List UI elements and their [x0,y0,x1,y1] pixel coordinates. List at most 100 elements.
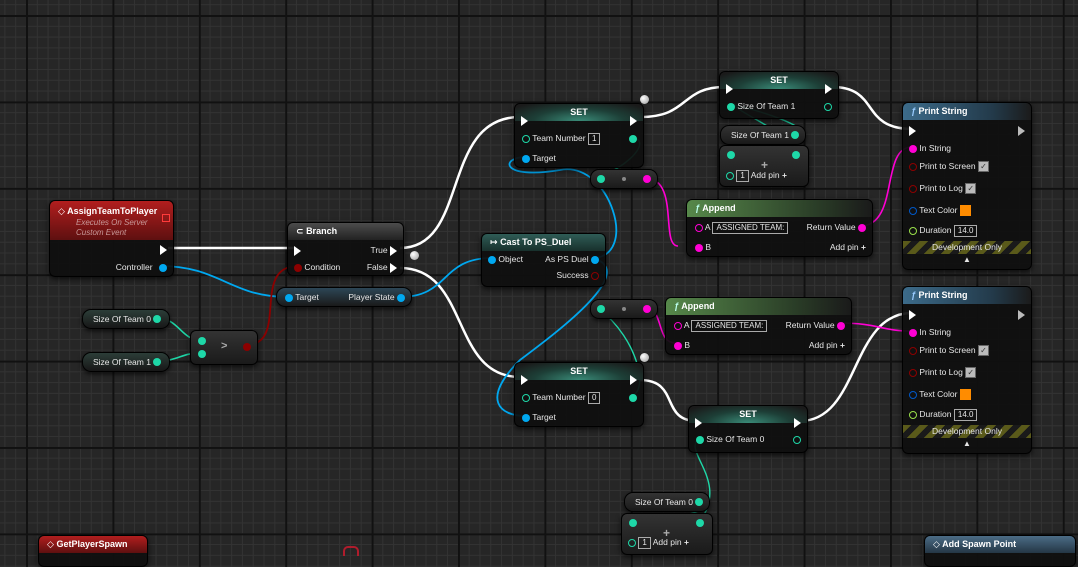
greater-than-node[interactable]: > [190,330,258,365]
team-number-pin[interactable] [522,134,530,143]
exec-out-pin[interactable] [794,417,801,428]
to-string-conversion-top[interactable] [590,169,658,189]
controller-pin[interactable] [159,263,167,272]
team-number-out-pin[interactable] [629,393,637,402]
exec-out-pin[interactable] [1018,125,1025,136]
b-pin[interactable] [695,243,703,252]
a-pin[interactable] [727,151,735,159]
success-pin[interactable] [591,271,599,280]
return-value-pin[interactable] [837,321,845,330]
print-to-screen-checkbox[interactable]: ✓ [977,345,989,357]
add-value-input[interactable]: 1 [638,536,651,549]
get-size-of-team-0[interactable]: Size Of Team 0 [82,309,170,329]
print-to-log-checkbox[interactable]: ✓ [965,183,977,195]
exec-out-pin[interactable] [1018,309,1025,320]
set-team-number-1-node[interactable]: SET Team Number 1 Target [514,103,644,168]
append-node-top[interactable]: ƒ Append A ASSIGNED TEAM: Return Value B… [686,199,873,257]
int-in-pin[interactable] [597,175,605,183]
b-pin[interactable] [792,151,800,159]
print-to-log-checkbox[interactable]: ✓ [965,367,977,379]
a-pin[interactable] [629,519,637,527]
get-size-of-team-0-bottom[interactable]: Size Of Team 0 [624,492,710,512]
add-int-node-top[interactable]: + 1 Add pin + [719,145,809,187]
size-out-pin[interactable] [824,102,832,111]
target-pin[interactable] [285,293,293,302]
a-pin[interactable] [674,321,682,330]
true-exec-pin[interactable] [390,245,397,256]
expand-icon[interactable]: ▲ [963,439,971,448]
exec-in-pin[interactable] [521,115,528,126]
target-pin[interactable] [522,413,530,422]
add-spawn-point-node[interactable]: ◇ Add Spawn Point [924,535,1076,567]
a-value-input[interactable]: ASSIGNED TEAM: [712,221,789,234]
player-state-node[interactable]: Target Player State [276,287,412,307]
custom-event-node-get-player-spawn[interactable]: ◇ GetPlayerSpawn [38,535,148,567]
return-value-pin[interactable] [858,223,866,232]
print-string-node-top[interactable]: ƒ Print String In String Print to Screen… [902,102,1032,270]
expand-icon[interactable]: ▲ [963,255,971,264]
plus-icon[interactable]: + [683,537,689,547]
print-to-screen-pin[interactable] [909,162,917,171]
reroute-knot[interactable] [640,95,649,104]
set-size-of-team-1-node[interactable]: SET Size Of Team 1 [719,71,839,119]
text-color-pin[interactable] [909,390,917,399]
exec-in-pin[interactable] [909,125,916,136]
add-pin-button[interactable]: Add pin [652,537,682,547]
result-pin[interactable] [243,343,251,351]
false-exec-pin[interactable] [390,262,397,273]
print-to-log-pin[interactable] [909,184,917,193]
print-to-screen-pin[interactable] [909,346,917,355]
size-in-pin[interactable] [696,435,704,444]
team-number-pin[interactable] [522,393,530,402]
a-pin[interactable] [198,337,206,345]
size-in-pin[interactable] [727,102,735,111]
exec-in-pin[interactable] [521,374,528,385]
plus-icon[interactable]: + [781,170,787,180]
branch-node[interactable]: ⊂ Branch True Condition False [287,222,404,276]
set-team-number-0-node[interactable]: SET Team Number 0 Target [514,362,644,427]
to-string-conversion-bottom[interactable] [590,299,658,319]
target-pin[interactable] [522,154,530,163]
text-color-swatch[interactable] [959,205,971,217]
in-string-pin[interactable] [909,144,917,153]
set-size-of-team-0-node[interactable]: SET Size Of Team 0 [688,405,808,453]
reroute-knot[interactable] [410,251,419,260]
get-size-of-team-1[interactable]: Size Of Team 1 [82,352,170,372]
b-pin[interactable] [674,341,682,350]
exec-in-pin[interactable] [294,245,301,256]
int-out-pin[interactable] [153,315,161,323]
int-out-pin[interactable] [695,498,703,506]
plus-icon[interactable]: + [840,340,845,350]
duration-input[interactable]: 14.0 [953,408,978,421]
duration-pin[interactable] [909,410,917,419]
string-out-pin[interactable] [643,175,651,183]
object-pin[interactable] [488,255,496,264]
add-value-input[interactable]: 1 [736,169,749,182]
int-out-pin[interactable] [791,131,799,139]
plus-icon[interactable]: + [861,242,866,252]
exec-in-pin[interactable] [909,309,916,320]
in-string-pin[interactable] [909,328,917,337]
add-pin-button[interactable]: Add pin [750,170,780,180]
string-out-pin[interactable] [643,305,651,313]
duration-input[interactable]: 14.0 [953,224,978,237]
int-out-pin[interactable] [153,358,161,366]
exec-out-pin[interactable] [630,115,637,126]
exec-out-pin[interactable] [160,244,167,255]
b-value-pin[interactable] [726,171,734,180]
team-number-input[interactable]: 1 [587,132,601,145]
b-pin[interactable] [198,350,206,358]
text-color-pin[interactable] [909,206,917,215]
a-value-input[interactable]: ASSIGNED TEAM: [691,319,768,332]
cast-to-ps-duel-node[interactable]: ↦ Cast To PS_Duel Object As PS Duel Succ… [481,233,606,287]
add-pin-button[interactable]: Add pin [829,242,859,252]
player-state-pin[interactable] [397,293,405,302]
size-out-pin[interactable] [793,435,801,444]
text-color-swatch[interactable] [959,389,971,401]
custom-event-node-assign-team[interactable]: ◇ AssignTeamToPlayer Executes On Server … [49,200,174,277]
b-value-pin[interactable] [628,538,636,547]
int-in-pin[interactable] [597,305,605,313]
b-pin[interactable] [696,519,704,527]
a-pin[interactable] [695,223,703,232]
print-to-log-pin[interactable] [909,368,917,377]
